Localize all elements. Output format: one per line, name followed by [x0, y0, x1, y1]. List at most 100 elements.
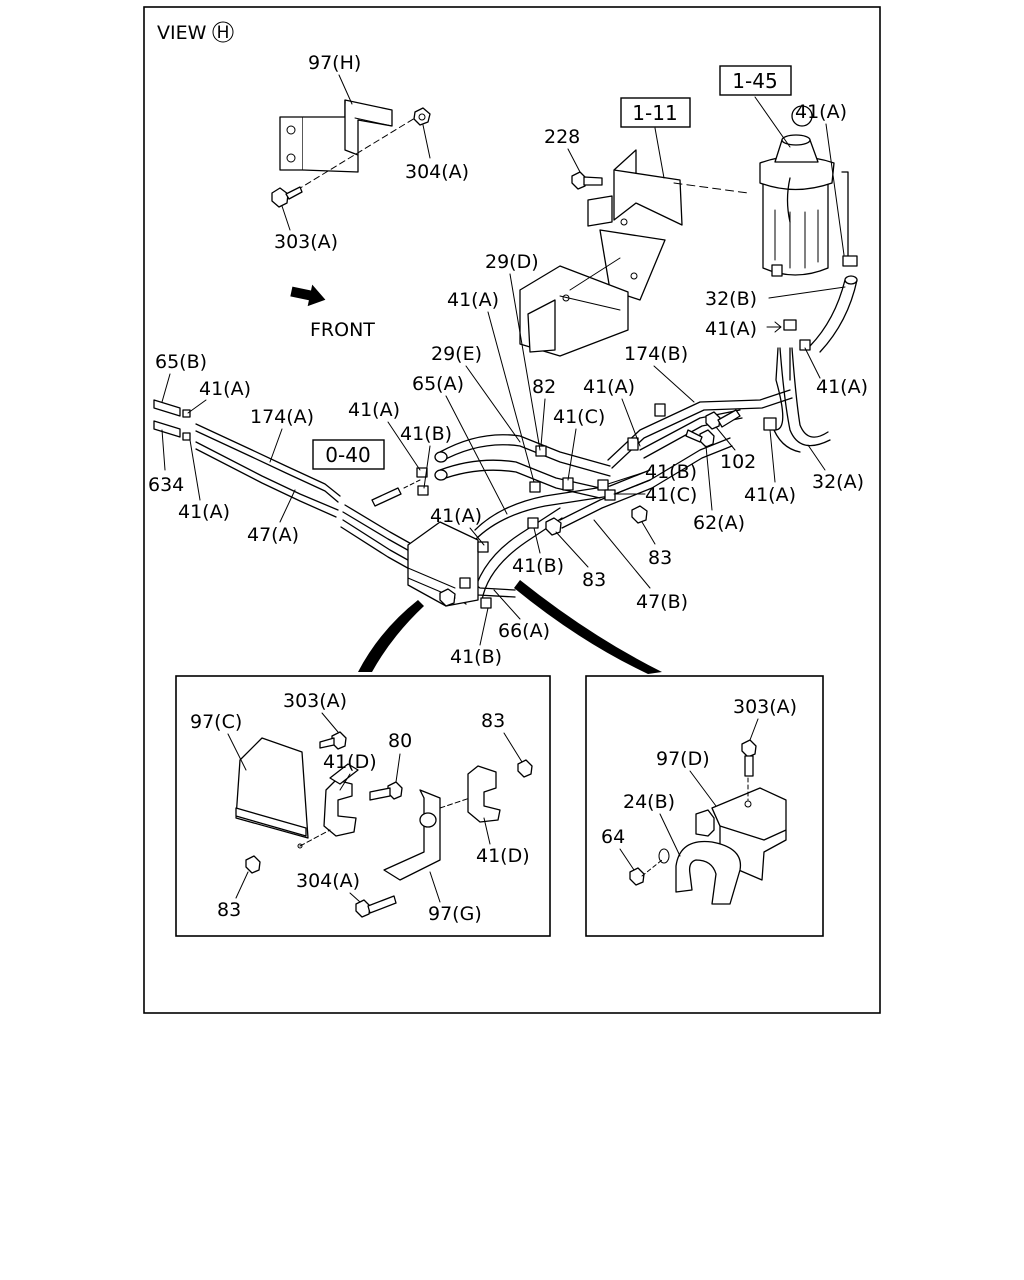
leader-65b — [161, 373, 171, 403]
label-41a-4: 41(A) — [348, 399, 400, 421]
label-41a-tank: 41(A) — [795, 101, 847, 123]
leader-41a-tank — [825, 123, 845, 256]
inset-left-axis-1 — [299, 829, 331, 847]
ref-0-40: 0-40 — [325, 443, 370, 467]
label-97h: 97(H) — [308, 52, 361, 74]
ref-box-1-45 — [719, 65, 792, 96]
leader-174a — [269, 428, 283, 463]
label-29d: 29(D) — [485, 251, 539, 273]
leader-102 — [715, 426, 736, 451]
leader-97h-axis — [296, 117, 416, 191]
inset-left-label-41d-bot: 41(D) — [476, 845, 530, 867]
inset-left-label-303a: 303(A) — [283, 690, 347, 712]
leader-83-1 — [641, 521, 656, 545]
leader-174b — [653, 365, 695, 403]
leader-41a-right — [804, 347, 821, 379]
ref-1-11: 1-11 — [632, 101, 677, 125]
leader-62a — [705, 445, 713, 511]
inset-right-leader-97d — [689, 770, 717, 807]
label-634: 634 — [148, 474, 184, 496]
leader-47a — [279, 489, 296, 523]
label-65a: 65(A) — [412, 373, 464, 395]
leader-41a-1 — [487, 311, 535, 483]
label-41a-2: 41(A) — [199, 378, 251, 400]
inset-right-parts — [629, 739, 787, 905]
leader-41a-7 — [469, 527, 485, 546]
inset-left-axis-2 — [439, 797, 471, 809]
front-label: FRONT — [310, 319, 375, 341]
ref-box-1-11 — [620, 97, 691, 128]
detail-pointer-left — [358, 600, 424, 672]
label-41c-1: 41(C) — [553, 406, 605, 428]
ref-box-0-40 — [312, 439, 385, 470]
bolt-102-icon — [685, 409, 741, 448]
inset-right-axis-2 — [641, 859, 663, 877]
leader-41b-4 — [479, 607, 489, 646]
inset-left-label-83-top: 83 — [481, 710, 505, 732]
inset-left-label-97c: 97(C) — [190, 711, 242, 733]
leader-634 — [161, 429, 166, 471]
label-41a-3: 41(A) — [583, 376, 635, 398]
leader-41a-6 — [769, 429, 776, 483]
label-174b: 174(B) — [624, 343, 688, 365]
label-41c-2: 41(C) — [645, 484, 697, 506]
pipe-stub-0-40 — [371, 487, 402, 507]
label-82: 82 — [532, 376, 556, 398]
label-41b-2: 41(B) — [645, 461, 697, 483]
label-47a: 47(A) — [247, 524, 299, 546]
inset-left-label-97g: 97(G) — [428, 903, 482, 925]
inset-left-label-41d-top: 41(D) — [323, 751, 377, 773]
fuel-filter-assembly — [759, 105, 858, 277]
label-41a-arrow: 41(A) — [705, 318, 757, 340]
leader-bracket-axis — [673, 182, 749, 194]
leader-66a — [493, 589, 521, 620]
leader-1-45 — [754, 96, 791, 148]
label-83-2: 83 — [582, 569, 606, 591]
inset-left-leader-80 — [395, 753, 401, 783]
view-label: VIEW — [157, 22, 207, 44]
inset-right-leader-64 — [619, 848, 635, 871]
leader-32b — [768, 286, 846, 299]
inset-left-leader-97c — [227, 733, 247, 771]
inset-left-leader-97g — [429, 871, 441, 903]
label-41a-right: 41(A) — [816, 376, 868, 398]
filter-bracket-1-11 — [519, 149, 683, 357]
leader-41a-2 — [187, 399, 207, 414]
pipe-47b — [559, 437, 733, 529]
label-303a-top: 303(A) — [274, 231, 338, 253]
hose-32a — [771, 275, 858, 453]
leader-97h — [338, 74, 353, 105]
label-29e: 29(E) — [431, 343, 482, 365]
label-41a-6: 41(A) — [744, 484, 796, 506]
leader-41a-3 — [621, 398, 641, 447]
clips-41 — [182, 319, 811, 609]
leader-41b-1 — [423, 445, 431, 489]
inset-right-leader-303a — [749, 718, 759, 741]
label-62a: 62(A) — [693, 512, 745, 534]
return-hoses-29de — [434, 434, 611, 499]
label-41b-3: 41(B) — [512, 555, 564, 577]
view-letter: H — [217, 23, 230, 43]
label-41a-5: 41(A) — [178, 501, 230, 523]
inset-left-label-83-bot: 83 — [217, 899, 241, 921]
front-arrow-icon — [290, 284, 326, 307]
label-228: 228 — [544, 126, 580, 148]
leader-41a-4 — [387, 421, 421, 471]
inset-left-leader-41d-top — [339, 773, 351, 791]
leader-41c-1 — [567, 428, 577, 481]
inset-left-leader-83-top — [503, 732, 523, 763]
leader-83-2 — [555, 531, 589, 568]
leader-1-11 — [654, 127, 665, 179]
inset-left-label-304a: 304(A) — [296, 870, 360, 892]
label-41a-1: 41(A) — [447, 289, 499, 311]
bolt-228-icon — [571, 171, 603, 190]
label-174a: 174(A) — [250, 406, 314, 428]
arrow-41a-icon — [766, 321, 782, 333]
label-41b-4: 41(B) — [450, 646, 502, 668]
leader-304a-top — [422, 124, 431, 159]
bolt-303a-top-icon — [271, 186, 303, 208]
inset-right-label-303a: 303(A) — [733, 696, 797, 718]
label-32a: 32(A) — [812, 471, 864, 493]
